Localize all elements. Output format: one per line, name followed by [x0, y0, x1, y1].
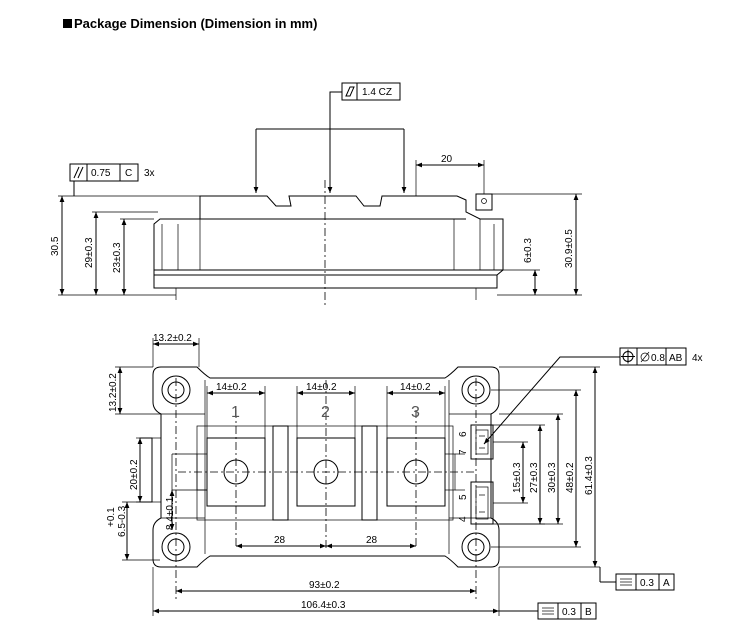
side-right-dims: 20 6±0.3 30.9±0.5 [415, 154, 582, 296]
flatness-value: 1.4 CZ [362, 87, 392, 98]
heading-square-icon [63, 19, 72, 28]
terminal-label-3: 3 [411, 404, 420, 421]
flatness-lines-icon [542, 607, 554, 615]
right-side-dims: 15±0.3 27±0.3 30±0.3 48±0.2 61.4±0.3 [491, 366, 600, 568]
dim-106-4: 106.4±0.3 [301, 600, 346, 611]
parallel-icon [73, 166, 84, 179]
dim-14-b: 14±0.2 [306, 382, 337, 393]
terminal-label-2: 2 [321, 404, 330, 421]
parallel-count: 3x [144, 168, 155, 179]
dim-15: 15±0.3 [512, 462, 523, 493]
datum-a-letter: A [663, 578, 670, 589]
datum-a-callout: 0.3 A [599, 567, 675, 591]
pin-label-7: 7 [458, 449, 469, 455]
datum-b-value: 0.3 [562, 607, 576, 618]
side-left-dims: 30.5 29±0.3 23±0.3 [50, 195, 200, 296]
dim-tolerance-plus: +0.1 [106, 507, 117, 527]
dim-61-4: 61.4±0.3 [584, 456, 595, 495]
terminal-width-dims: 14±0.2 14±0.2 14±0.2 [206, 382, 446, 438]
dim-27: 27±0.3 [529, 462, 540, 493]
terminal-label-1: 1 [231, 404, 240, 421]
flatness-icon [345, 86, 355, 97]
side-view: 1.4 CZ 0.75 C 3x [50, 82, 582, 306]
side-view-body [153, 180, 504, 306]
position-count: 4x [692, 353, 703, 364]
position-datum: AB [669, 353, 683, 364]
position-callout: 0.8 AB 4x [483, 347, 703, 445]
parallel-value: 0.75 [91, 168, 111, 179]
flatness-lines-icon [620, 578, 632, 586]
pin-label-5: 5 [458, 494, 469, 500]
pin-label-4: 4 [458, 516, 469, 522]
dim-30-9: 30.9±0.5 [564, 229, 575, 268]
diameter-icon [640, 351, 650, 363]
datum-b-callout: 0.3 B [499, 602, 597, 620]
dim-28-b: 28 [366, 535, 378, 546]
parallel-datum: C [125, 168, 132, 179]
dim-23: 23±0.3 [112, 242, 123, 273]
dim-28-a: 28 [274, 535, 286, 546]
position-value: 0.8 [651, 353, 665, 364]
top-view-body [139, 366, 500, 600]
dim-13-2-vertical: 13.2±0.2 [108, 373, 119, 412]
dim-6: 6±0.3 [523, 238, 534, 263]
bottom-dims: 93±0.2 106.4±0.3 [152, 567, 500, 616]
dim-48: 48±0.2 [565, 462, 576, 493]
dim-8-4: 8.4±0.1 [165, 496, 176, 530]
dim-6-5: 6.5-0.3 [117, 505, 128, 537]
page-heading: Package Dimension (Dimension in mm) [63, 16, 317, 31]
pin-label-6: 6 [458, 431, 469, 437]
dim-14-c: 14±0.2 [400, 382, 431, 393]
dim-30-5: 30.5 [50, 236, 61, 256]
position-icon [621, 349, 635, 364]
dim-20: 20±0.2 [129, 459, 140, 490]
dim-20: 20 [441, 154, 453, 165]
heading-text: Package Dimension (Dimension in mm) [74, 16, 318, 31]
corner-dims: 13.2±0.2 13.2±0.2 [108, 333, 200, 415]
top-view: 1 2 3 6 7 5 4 14±0.2 14±0.2 14±0.2 13.2±… [106, 333, 703, 620]
flatness-callout: 1.4 CZ [253, 82, 407, 193]
parallelism-callout: 0.75 C 3x [69, 163, 155, 196]
datum-b-letter: B [585, 607, 592, 618]
dim-29: 29±0.3 [84, 237, 95, 268]
dim-93: 93±0.2 [309, 580, 340, 591]
dim-14-a: 14±0.2 [216, 382, 247, 393]
datum-a-value: 0.3 [640, 578, 654, 589]
dim-13-2-horizontal: 13.2±0.2 [153, 333, 192, 344]
left-side-dims: 20±0.2 +0.1 6.5-0.3 8.4±0.1 [106, 437, 176, 561]
dim-30: 30±0.3 [547, 462, 558, 493]
pitch-dims: 28 28 [236, 535, 416, 549]
